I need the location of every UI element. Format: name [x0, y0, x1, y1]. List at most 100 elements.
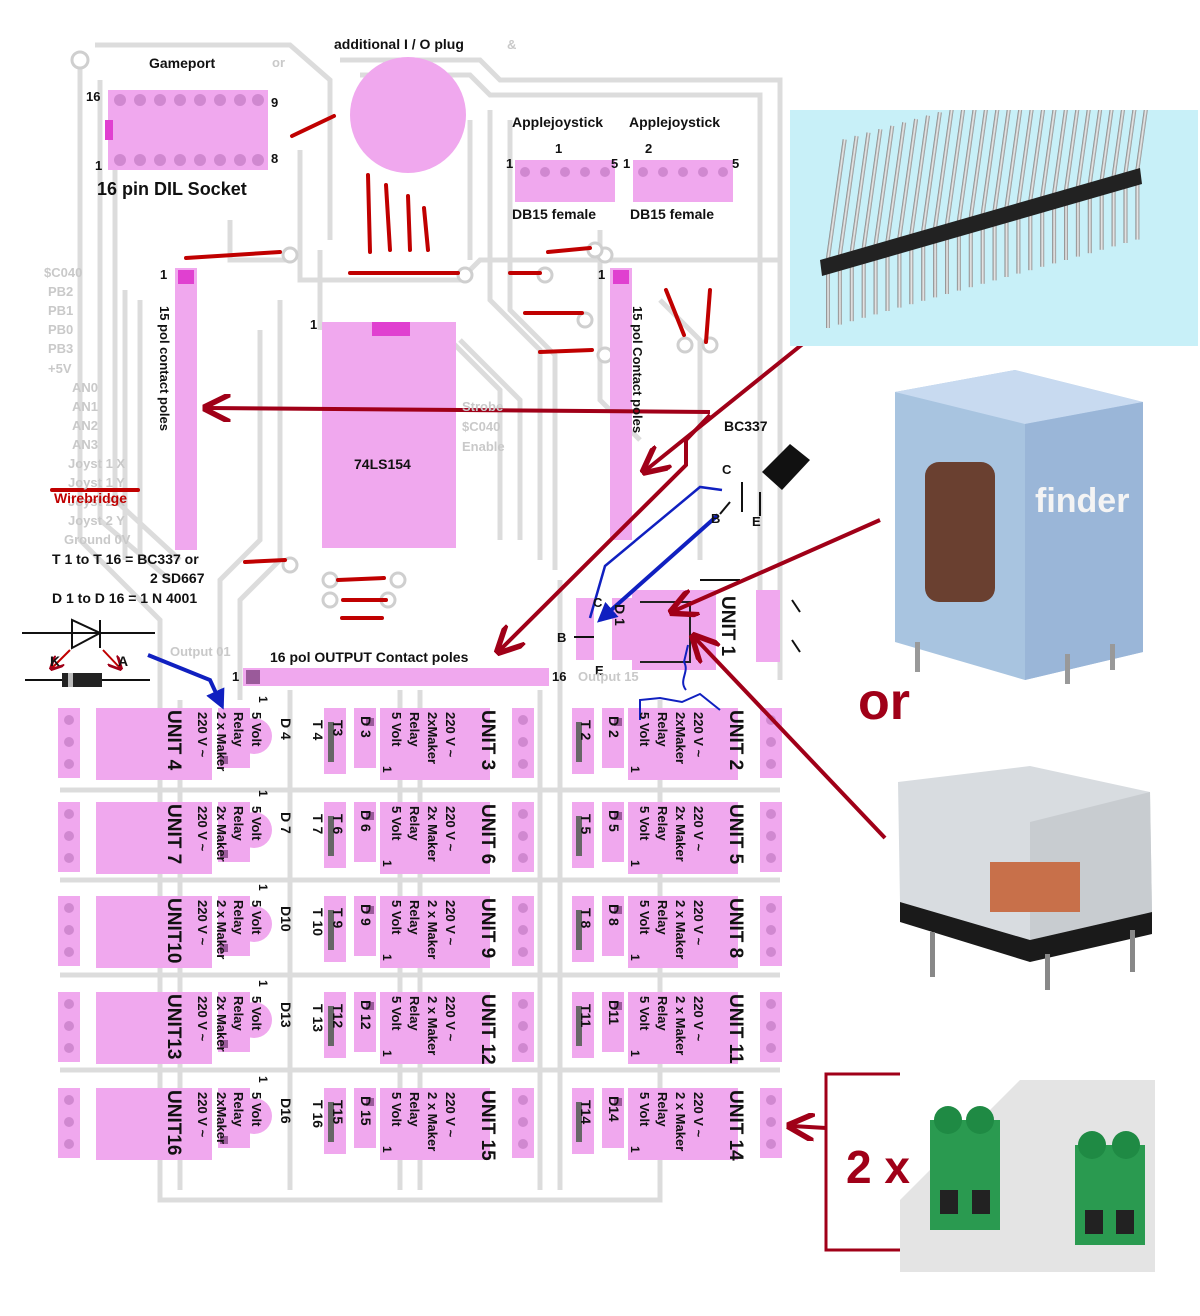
diode-band [366, 1098, 374, 1106]
diode-band [366, 812, 374, 820]
diode-label: D 2 [606, 716, 622, 738]
unit-title: UNIT16 [163, 1090, 184, 1156]
transistor-footprint [572, 708, 594, 774]
amp-label: & [507, 37, 517, 52]
signal-label: $C040 [44, 265, 83, 280]
terminal-pad [766, 831, 776, 841]
diode-band [220, 944, 228, 952]
terminal-pad [518, 1043, 528, 1053]
unit-spec-text: 5 Volt [389, 806, 404, 841]
terminal-block-photo [900, 1060, 1155, 1272]
relay-footprint [628, 1088, 738, 1160]
terminal-block-icon [900, 1080, 1155, 1272]
terminal-pad [64, 999, 74, 1009]
transistor-flat [576, 1102, 582, 1142]
red-arrows [208, 320, 887, 1128]
enable-label: Enable [462, 439, 505, 454]
diode-note: D 1 to D 16 = 1 N 4001 [52, 590, 198, 606]
diode-label: D 6 [358, 810, 374, 832]
unit-spec-text: 2 x Maker [425, 1092, 440, 1152]
unit-spec-text: 220 V ~ [195, 712, 210, 758]
bc337-b: B [711, 511, 721, 526]
unit-spec-text: 2xMaker [673, 712, 688, 765]
transistor-footprint [236, 718, 272, 754]
strobe-label: Strobe [462, 399, 504, 414]
unit-title: UNIT 12 [477, 994, 498, 1065]
terminal-pad [766, 947, 776, 957]
terminal-pad [518, 831, 528, 841]
unit-title: UNIT 14 [725, 1090, 746, 1161]
terminal-pad [766, 999, 776, 1009]
signal-label: PB2 [48, 284, 74, 300]
unit1-b: B [557, 630, 567, 645]
terminal-pad [518, 999, 528, 1009]
relay-footprint [628, 708, 738, 780]
terminal-pad [64, 903, 74, 913]
diode-label: D 3 [358, 716, 374, 738]
signal-label: Ground 0V [64, 532, 131, 548]
left-contact-strip [175, 268, 197, 550]
diode-label: D11 [606, 1000, 622, 1025]
terminal-pad [518, 809, 528, 819]
blue-annotations [147, 485, 723, 720]
diode-band [366, 718, 374, 726]
unit1-d1: D 1 [612, 604, 628, 626]
unit-title: UNIT13 [163, 994, 184, 1060]
unit-pin-1: 1 [256, 980, 270, 987]
unit-spec-text: Relay [407, 1092, 422, 1127]
unit-spec-text: 220 V ~ [691, 1092, 706, 1138]
diode-label: D 15 [358, 1096, 374, 1126]
unit-pin-1: 1 [256, 696, 270, 703]
gameport-label: Gameport [149, 55, 216, 71]
diode-label: D 5 [606, 810, 622, 832]
unit-pin-1: 1 [380, 766, 394, 773]
signal-label: Joyst 2 Y [68, 513, 125, 529]
unit-spec-text: Relay [655, 996, 670, 1031]
unit-title: UNIT 3 [477, 710, 498, 771]
terminal-pad [64, 853, 74, 863]
diode-band [220, 1040, 228, 1048]
svg-text:finder: finder [1035, 482, 1129, 520]
unit-pin-1: 1 [256, 1076, 270, 1083]
unit-spec-text: 220 V ~ [443, 996, 458, 1042]
bc337-drawing [719, 444, 810, 516]
unit-spec-text: 220 V ~ [691, 712, 706, 758]
unit-spec-text: 5 Volt [249, 1092, 264, 1127]
unit-spec-text: 5 Volt [637, 1092, 652, 1127]
unit-spec-text: Relay [231, 1092, 246, 1127]
unit-spec-text: 2 x Maker [425, 900, 440, 960]
diode-label: D 9 [358, 904, 374, 926]
unit-spec-text: 2x Maker [673, 806, 688, 862]
terminal-pad [518, 1117, 528, 1127]
right-contact-poles-label: 15 pol Contact poles [630, 306, 645, 434]
terminal-pad [518, 1139, 528, 1149]
terminal-pad [518, 903, 528, 913]
or-small-label: or [272, 55, 285, 70]
diode-label: D 4 [278, 718, 294, 740]
wire-bridges [50, 114, 712, 620]
relay-footprint [96, 1088, 212, 1160]
transistor-footprint [236, 812, 272, 848]
transistor-label: T11 [578, 1004, 594, 1028]
unit-spec-text: Relay [407, 900, 422, 935]
gp-pin-16: 16 [86, 89, 101, 104]
signal-label: AN0 [72, 379, 99, 395]
unit-spec-text: Relay [231, 712, 246, 747]
unit-pin-1: 1 [256, 790, 270, 797]
unit-title: UNIT 5 [725, 804, 746, 865]
aj-pin-1b: 1 [506, 156, 514, 171]
unit-spec-text: 2 x Maker [673, 996, 688, 1056]
unit-title: UNIT10 [163, 898, 184, 964]
unit-spec-text: 220 V ~ [195, 900, 210, 946]
unit-spec-text: Relay [407, 712, 422, 747]
db15-label-2: DB15 female [630, 206, 715, 222]
pin-header-icon [820, 110, 1157, 328]
diode-symbol [22, 618, 155, 681]
diode-label: D 7 [278, 812, 294, 834]
terminal-pad [64, 715, 74, 725]
diode-band [614, 718, 622, 726]
unit-spec-text: 5 Volt [249, 996, 264, 1031]
output-poles-label: 16 pol OUTPUT Contact poles [270, 649, 469, 665]
transistor-label: T 16 [310, 1100, 326, 1129]
